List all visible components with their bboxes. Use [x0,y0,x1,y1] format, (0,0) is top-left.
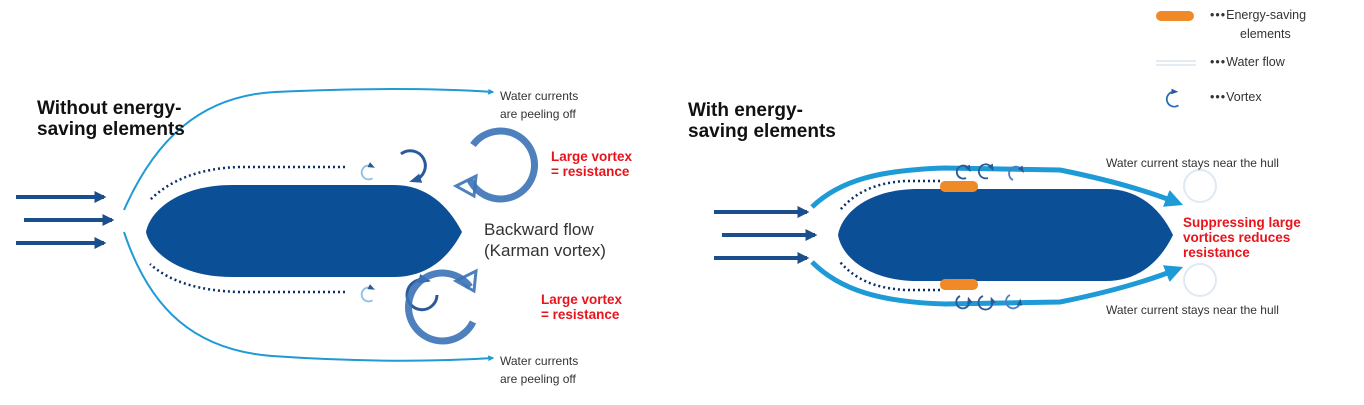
large-vortex-label-top: Large vortex = resistance [551,149,632,179]
peel-off-label-line: Water currents [500,89,579,103]
left-panel-title-line: Without energy- [37,98,182,119]
legend-vortex-label: •••Vortex [1210,90,1262,104]
stays-near-hull-label-top: Water current stays near the hull [1106,156,1279,170]
suppressing-label-line: resistance [1183,245,1250,260]
stays-near-hull-label-bottom: Water current stays near the hull [1106,303,1279,317]
peel-off-label-line: Water currents [500,354,579,368]
legend-vortex-icon [1165,88,1180,108]
backward-flow-label-line: (Karman vortex) [484,241,606,260]
left-panel [16,88,538,362]
suppressing-label-line: Suppressing large [1183,215,1301,230]
faint-vortex-icon [1183,263,1217,297]
large-vortex-label-line: Large vortex [551,149,633,164]
faint-vortex-icon [1183,169,1217,203]
peel-off-label-line: are peeling off [500,107,576,121]
legend-energy-saving-label: •••Energy-saving elements [1210,6,1306,44]
large-vortex-label-bottom: Large vortex = resistance [541,292,622,322]
large-vortex-label-line: = resistance [551,164,630,179]
vortex-icon [1005,294,1023,310]
vortex-icon [955,164,971,180]
large-vortex-label-line: Large vortex [541,292,623,307]
legend [1156,11,1196,108]
large-vortex-icon [452,268,478,294]
backward-flow-label-line: Backward flow [484,220,594,239]
peel-off-label-line: are peeling off [500,372,576,386]
right-panel-title-line: With energy- [688,100,803,121]
right-panel [714,163,1217,311]
left-panel-title: Without energy- saving elements [37,98,185,140]
energy-saving-element [940,181,978,192]
legend-water-flow-label: •••Water flow [1210,55,1285,69]
water-flow-line [810,260,1184,307]
water-flow-line [123,88,495,211]
vortex-icon [955,295,973,310]
vortex-icon [400,149,427,183]
legend-energy-saving-line: elements [1240,27,1291,41]
boundary-layer-line [839,261,940,292]
left-panel-title-line: saving elements [37,119,185,140]
large-vortex-icon [466,127,538,203]
right-panel-title: With energy- saving elements [688,100,836,142]
suppressing-label-line: vortices reduces [1183,230,1291,245]
energy-saving-element [940,279,978,290]
legend-energy-saving-line: •••Energy-saving [1210,8,1307,22]
water-flow-line [123,231,495,362]
vortex-icon [360,284,375,303]
large-vortex-icon [452,173,478,199]
legend-energy-saving-swatch [1156,11,1194,21]
boundary-layer-line [149,263,345,294]
right-panel-title-line: saving elements [688,121,836,142]
large-vortex-label-line: = resistance [541,307,620,322]
hull [838,189,1173,281]
hull [146,185,462,277]
water-flow-line [810,165,1184,209]
backward-flow-label: Backward flow (Karman vortex) [484,219,606,261]
boundary-layer-line [839,179,940,211]
suppressing-vortices-label: Suppressing large vortices reduces resis… [1183,215,1301,260]
peel-off-label-bottom: Water currents are peeling off [500,352,578,388]
vortex-icon [977,295,996,311]
peel-off-label-top: Water currents are peeling off [500,87,578,123]
vortex-icon [1008,165,1024,181]
vortex-icon [360,162,375,181]
vortex-icon [977,163,994,180]
large-vortex-icon [405,269,477,345]
